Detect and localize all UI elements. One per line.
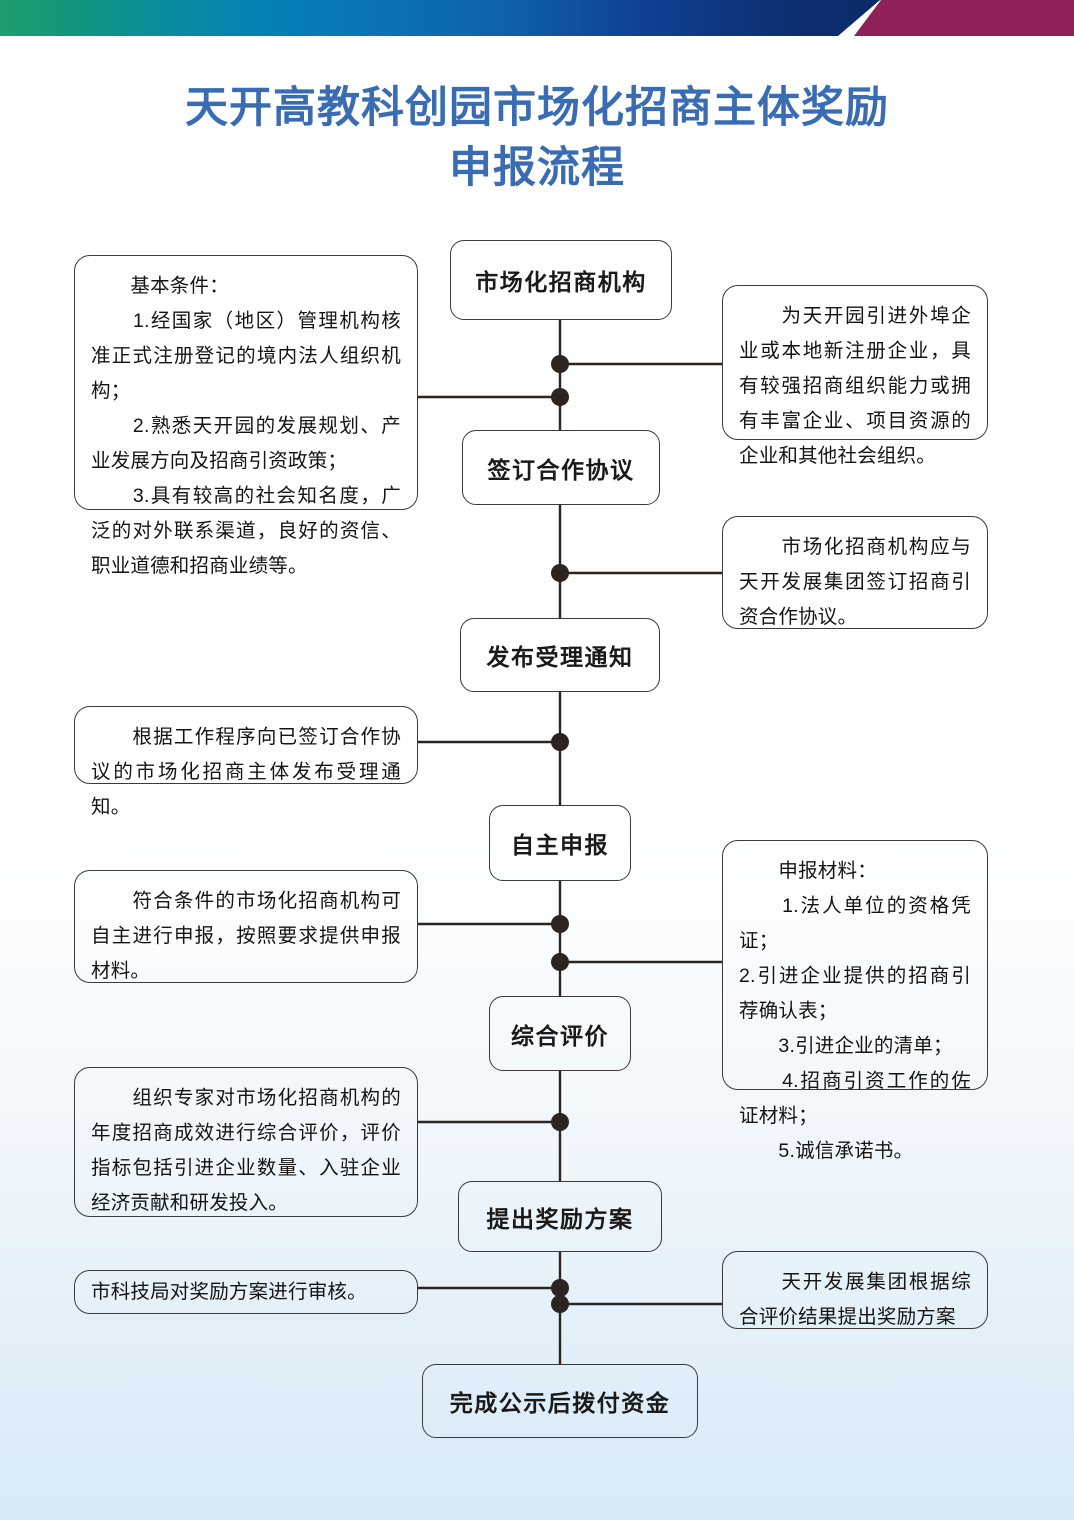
flow-step-7-label: 完成公示后拨付资金 [449,1390,671,1416]
flow-step-3[interactable]: 发布受理通知 [460,618,660,692]
flow-step-4[interactable]: 自主申报 [489,805,631,881]
page-title-line-2: 申报流程 [449,144,625,192]
flow-step-2[interactable]: 签订合作协议 [462,430,660,505]
header-banner [0,0,1074,36]
flow-step-5-label: 综合评价 [511,1022,609,1049]
banner-gradient-bar [0,0,880,36]
note-comprehensive-evaluation: 组织专家对市场化招商机构的年度招商成效进行综合评价，评价指标包括引进企业数量、入… [74,1067,418,1217]
page-title: 天开高教科创园市场化招商主体奖励 申报流程 [0,78,1074,198]
note-bureau-review: 市科技局对奖励方案进行审核。 [74,1270,418,1314]
flow-step-6[interactable]: 提出奖励方案 [458,1181,662,1252]
note-basic-conditions: 基本条件： 1.经国家（地区）管理机构核准正式注册登记的境内法人组织机构； 2.… [74,255,418,577]
banner-accent-bar [854,0,1074,36]
flow-step-1[interactable]: 市场化招商机构 [450,240,672,320]
note-application-materials: 申报材料： 1.法人单位的资格凭证； 2.引进企业提供的招商引荐确认表； 3.引… [722,840,988,1162]
note-reward-plan: 天开发展集团根据综合评价结果提出奖励方案 [722,1251,988,1329]
flow-step-7[interactable]: 完成公示后拨付资金 [422,1364,698,1438]
note-acceptance-notice: 根据工作程序向已签订合作协议的市场化招商主体发布受理通知。 [74,706,418,818]
note-self-declaration: 符合条件的市场化招商机构可自主进行申报，按照要求提供申报材料。 [74,870,418,983]
flow-step-6-label: 提出奖励方案 [486,1205,634,1232]
page-title-line-1: 天开高教科创园市场化招商主体奖励 [185,84,889,132]
flow-step-3-label: 发布受理通知 [486,644,634,670]
flow-step-2-label: 签订合作协议 [487,456,635,483]
flow-step-4-label: 自主申报 [511,832,609,858]
note-sign-agreement: 市场化招商机构应与天开发展集团签订招商引资合作协议。 [722,516,988,629]
flow-step-1-label: 市场化招商机构 [475,269,647,295]
note-eligible-orgs: 为天开园引进外埠企业或本地新注册企业，具有较强招商组织能力或拥有丰富企业、项目资… [722,285,988,467]
flow-step-5[interactable]: 综合评价 [489,996,631,1071]
